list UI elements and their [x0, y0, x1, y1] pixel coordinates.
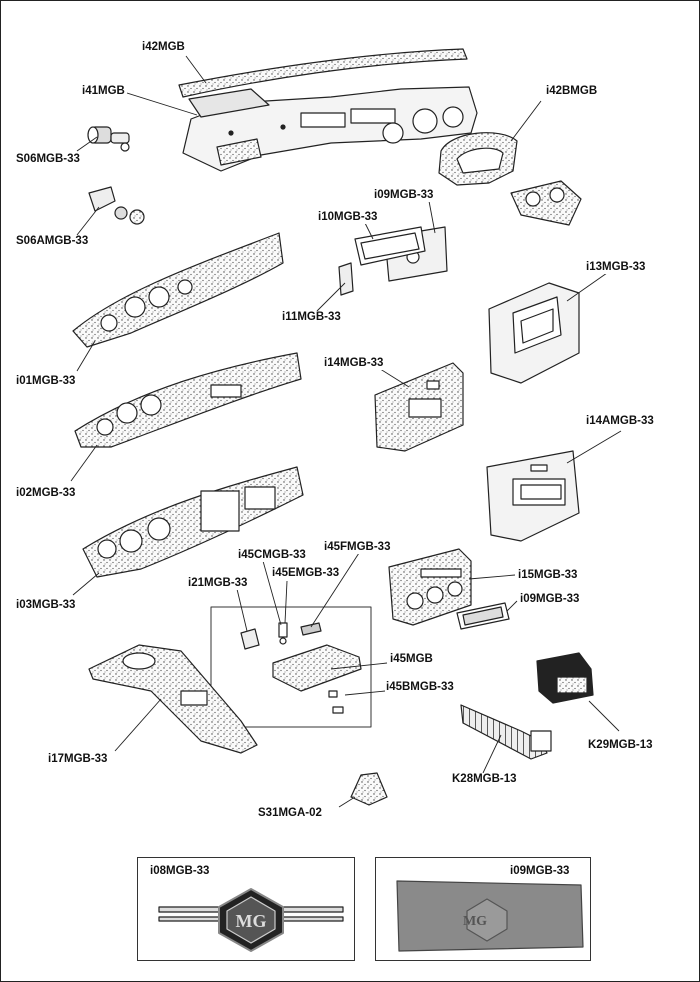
leader-lines: [70, 55, 622, 808]
instrument-cowl: [438, 132, 518, 186]
steel-dashboard-panel: [182, 86, 478, 172]
badge-inset-panel: [137, 857, 355, 961]
part-label-i45fmgb-33: i45FMGB-33: [323, 541, 392, 554]
part-label-s06mgb-33: S06MGB-33: [15, 153, 81, 166]
inset-label-i09mgb-33: i09MGB-33: [509, 865, 571, 878]
fascia-i03: [82, 466, 304, 578]
armrest-fixings: [328, 690, 344, 714]
part-label-i10mgb-33: i10MGB-33: [317, 211, 379, 224]
centre-console-i14: [374, 362, 464, 452]
part-label-i09mgb-33-top: i09MGB-33: [373, 189, 435, 202]
lock-barrel-part: [87, 126, 130, 152]
part-label-i01mgb-33: i01MGB-33: [15, 375, 77, 388]
part-label-i42mgb: i42MGB: [141, 41, 186, 54]
part-label-i17mgb-33: i17MGB-33: [47, 753, 109, 766]
part-label-i45bmgb-33: i45BMGB-33: [385, 681, 455, 694]
plate-inset-panel: [375, 857, 591, 961]
glovebox-hinge-bracket: [338, 262, 354, 296]
plate-badge-text: MG: [463, 914, 487, 929]
part-label-k28mgb-13: K28MGB-13: [451, 773, 518, 786]
part-label-i45emgb-33: i45EMGB-33: [271, 567, 341, 580]
part-label-i45cmgb-33: i45CMGB-33: [237, 549, 307, 562]
armrest-pins: [278, 622, 288, 645]
centre-console-i14a: [486, 450, 580, 542]
part-label-i13mgb-33: i13MGB-33: [585, 261, 647, 274]
part-label-i14mgb-33: i14MGB-33: [323, 357, 385, 370]
trim-plate-i09-mid: [456, 602, 510, 630]
part-label-i15mgb-33: i15MGB-33: [517, 569, 579, 582]
padded-dash-i02: [74, 352, 302, 448]
demister-hose-k28: [460, 704, 552, 760]
armrest-clip: [300, 622, 322, 636]
inset-label-i08mgb-33: i08MGB-33: [149, 865, 211, 878]
part-label-i21mgb-33: i21MGB-33: [187, 577, 249, 590]
part-label-i09mgb-33-mid: i09MGB-33: [519, 593, 581, 606]
instrument-bezel: [510, 180, 582, 226]
dash-top-crash-pad-strip: [178, 48, 468, 98]
part-label-i41mgb: i41MGB: [81, 85, 126, 98]
mg-badge-art: [158, 888, 344, 952]
radio-console-i13: [488, 282, 580, 384]
part-label-i45mgb: i45MGB: [389, 653, 434, 666]
part-label-i03mgb-33: i03MGB-33: [15, 599, 77, 612]
part-label-i42bmgb: i42BMGB: [545, 85, 599, 98]
demister-vent-k29: [536, 652, 594, 704]
part-label-k29mgb-13: K29MGB-13: [587, 739, 654, 752]
part-label-s31mga-02: S31MGA-02: [257, 807, 323, 820]
rubber-boot-s31: [350, 772, 388, 806]
tunnel-console-i17: [88, 644, 258, 754]
armrest-parts-frame: [210, 606, 372, 728]
part-label-i02mgb-33: i02MGB-33: [15, 487, 77, 500]
heater-panel-i15: [388, 548, 472, 626]
part-label-i11mgb-33: i11MGB-33: [281, 311, 342, 324]
padded-dash-i01: [72, 232, 284, 348]
glovebox-seal-frame: [354, 226, 426, 266]
part-label-i14amgb-33: i14AMGB-33: [585, 415, 655, 428]
part-label-s06amgb-33: S06AMGB-33: [15, 235, 90, 248]
glovebox-lock-part: [88, 186, 145, 225]
armrest-bracket: [240, 628, 260, 650]
badge-text: MG: [236, 911, 267, 931]
plate-art: [396, 880, 584, 952]
armrest-pad: [272, 644, 362, 692]
